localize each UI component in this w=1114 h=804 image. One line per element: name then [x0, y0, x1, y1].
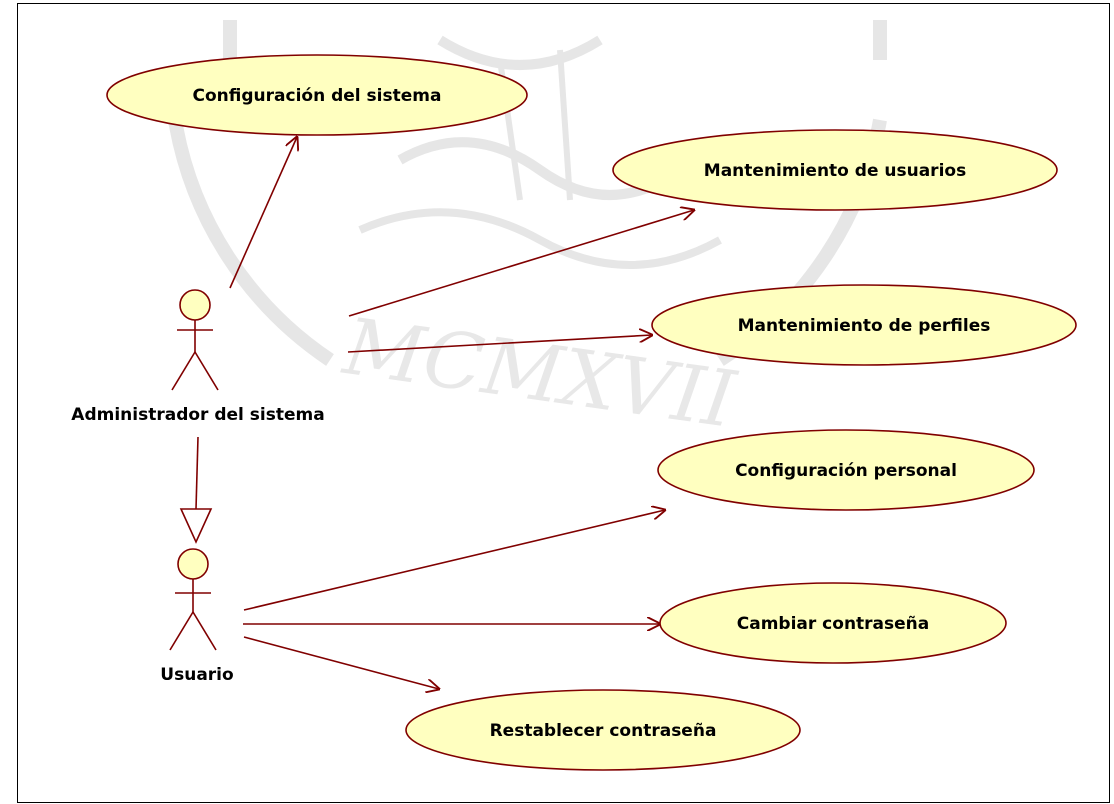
actor-admin-label: Administrador del sistema [71, 405, 324, 425]
generalization-admin-user [179, 436, 213, 544]
actor-head [179, 289, 211, 321]
use-case-label: Restablecer contraseña [490, 721, 717, 741]
assoc-user-config-personal [243, 510, 665, 611]
use-case-mant-usuarios[interactable]: Mantenimiento de usuarios [612, 129, 1058, 211]
actor-admin[interactable] [171, 289, 219, 391]
assoc-admin-mant-usuarios [348, 210, 694, 317]
use-case-label: Mantenimiento de perfiles [738, 316, 991, 336]
assoc-admin-mant-perfiles [347, 335, 652, 353]
diagram-frame [17, 3, 1110, 803]
use-case-config-sistema[interactable]: Configuración del sistema [106, 54, 528, 136]
use-case-mant-perfiles[interactable]: Mantenimiento de perfiles [651, 284, 1077, 366]
use-case-label: Cambiar contraseña [737, 614, 930, 634]
use-case-label: Configuración del sistema [193, 86, 442, 106]
assoc-user-restablecer-pass [243, 636, 439, 689]
use-case-cambiar-pass[interactable]: Cambiar contraseña [659, 582, 1007, 664]
use-case-config-personal[interactable]: Configuración personal [657, 429, 1035, 511]
associations-user [243, 510, 665, 689]
actor-user[interactable] [169, 548, 217, 651]
actor-user-label: Usuario [160, 665, 233, 685]
use-case-label: Configuración personal [735, 461, 957, 481]
use-case-restablecer-pass[interactable]: Restablecer contraseña [405, 689, 801, 771]
assoc-admin-config-sistema [229, 137, 297, 289]
use-case-label: Mantenimiento de usuarios [704, 161, 966, 181]
actor-head [177, 548, 209, 580]
associations-admin [229, 137, 694, 353]
